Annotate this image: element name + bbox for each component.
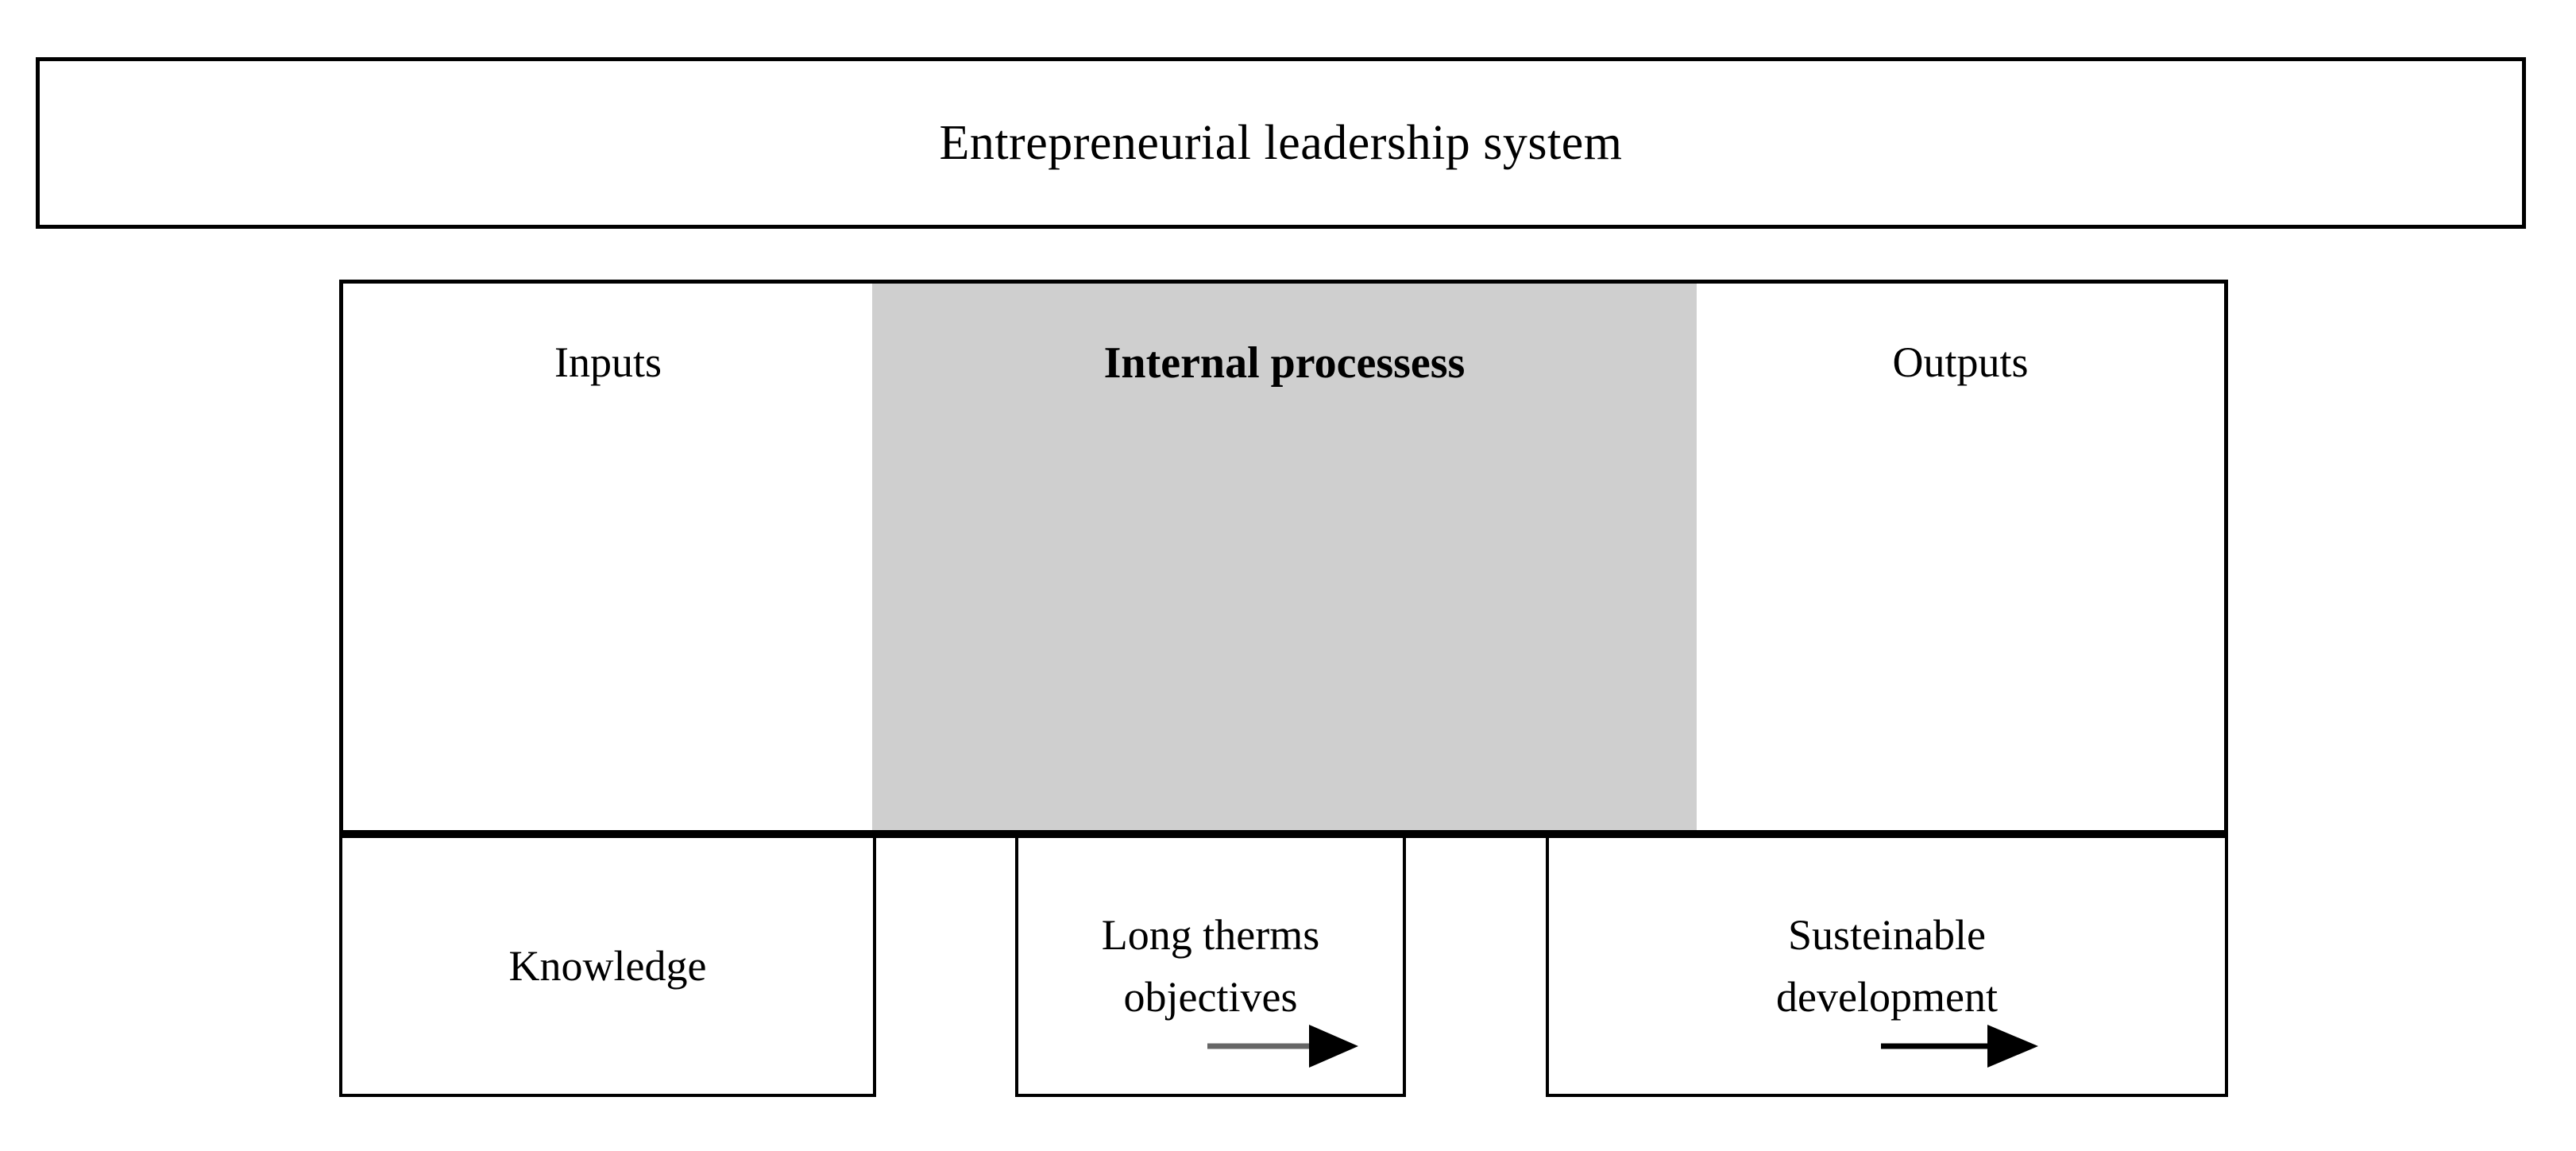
arrow-slot-two <box>1403 834 1550 1097</box>
system-title-box: Entrepreneurial leadership system <box>36 57 2526 229</box>
column-header-outputs-label: Outputs <box>1892 338 2029 386</box>
node-susteinable-development-line1: Susteinable <box>1788 910 1986 959</box>
node-susteinable-development-line2: development <box>1776 973 1998 1021</box>
matrix-header-row: Inputs Internal processess Outputs <box>339 280 2228 834</box>
column-header-inputs-label: Inputs <box>554 338 662 386</box>
node-long-therms-objectives-line2: objectives <box>1123 973 1298 1021</box>
system-title-text: Entrepreneurial leadership system <box>939 115 1623 170</box>
system-matrix: Inputs Internal processess Outputs Knowl… <box>339 280 2228 1099</box>
node-knowledge-label: Knowledge <box>508 941 707 990</box>
node-long-therms-objectives-line1: Long therms <box>1101 910 1320 959</box>
matrix-body-row: Knowledge Long therms objectives Sustein… <box>339 834 2228 1099</box>
node-knowledge: Knowledge <box>339 834 876 1097</box>
node-susteinable-development: Susteinable development <box>1546 834 2228 1097</box>
column-header-inputs: Inputs <box>339 280 876 834</box>
node-long-therms-objectives: Long therms objectives <box>1015 834 1406 1097</box>
column-header-internal-processes: Internal processess <box>872 280 1700 834</box>
column-header-internal-processes-label: Internal processess <box>1103 338 1466 388</box>
arrow-slot-one <box>872 834 1019 1097</box>
column-header-outputs: Outputs <box>1697 280 2228 834</box>
